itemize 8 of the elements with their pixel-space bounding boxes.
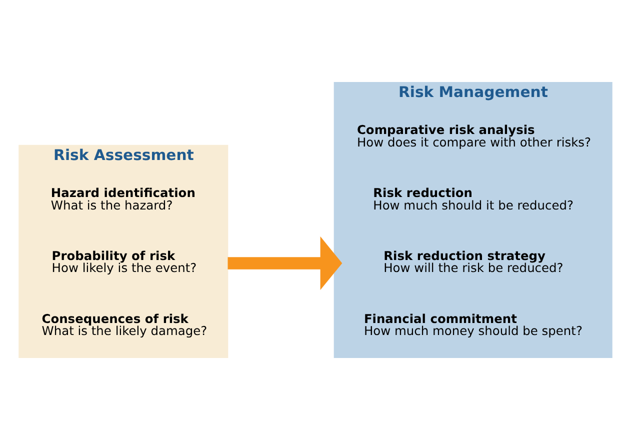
- node-text: Risk reduction strategy How will the risk be reduced?: [384, 248, 564, 275]
- node-text: Financial commitment How much money should be spent?: [364, 311, 582, 338]
- node-text: Comparative risk analysis How does it compare with other risks?: [356, 122, 592, 149]
- arrow: [228, 236, 342, 290]
- node-text: Consequences of risk What is the likely damage?: [42, 311, 208, 338]
- node-text: Hazard identification What is the hazard?: [50, 186, 196, 212]
- node-text: Probability of risk How likely is the event?: [52, 248, 197, 275]
- node-text: Risk reduction How much should it be reduced?: [373, 186, 574, 212]
